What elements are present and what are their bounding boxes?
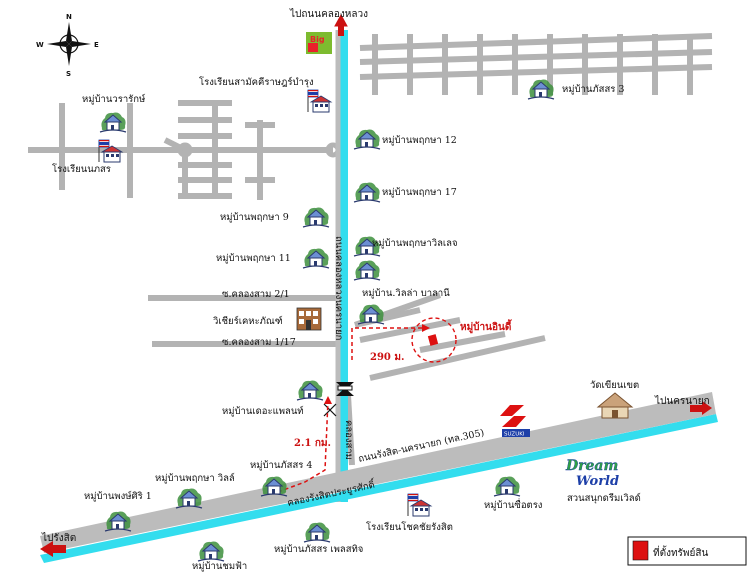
distance-2-1km: 2.1 กม. bbox=[294, 438, 331, 449]
legend-swatch bbox=[632, 540, 649, 561]
temple-label: วัดเขียนเขต bbox=[590, 379, 639, 391]
east-arrow bbox=[690, 401, 712, 415]
compass-n: N bbox=[66, 13, 72, 21]
dreamworld-logo: Dream World bbox=[565, 458, 619, 489]
north-canal-road-label: ถนนคลองหลวงนครนายก bbox=[333, 236, 344, 341]
svg-text:Dream: Dream bbox=[565, 458, 618, 474]
house-suetrong-icon bbox=[493, 475, 521, 497]
house-pruksa11-icon bbox=[302, 247, 330, 269]
village-suetrong-label: หมู่บ้านซื่อตรง bbox=[484, 498, 542, 511]
village-passorn3-label: หมู่บ้านภัสสร 3 bbox=[562, 84, 624, 95]
target-circle bbox=[411, 317, 457, 363]
main-highway bbox=[40, 392, 716, 553]
direction-west-label: ไปรังสิต bbox=[41, 532, 76, 544]
house-passorn-place-icon bbox=[303, 521, 331, 543]
direction-north-label: ไปถนนคลองหลวง bbox=[289, 8, 368, 20]
house-passorn4-icon bbox=[260, 475, 288, 497]
house-pongsiri-icon bbox=[104, 510, 132, 532]
house-extra-icon bbox=[353, 259, 381, 281]
north-arrow-shaft bbox=[338, 24, 344, 36]
dreamworld-label: สวนสนุกดรีมเวิลด์ bbox=[567, 492, 641, 504]
village-pruksa-villa-label: หมู่บ้านพฤกษาวิลเลจ bbox=[372, 238, 458, 249]
house-pruksa-villa2-icon bbox=[175, 487, 203, 509]
traffic-light-icon bbox=[323, 403, 337, 417]
suzuki-logo: SUZUKI bbox=[500, 405, 530, 438]
route-arrowhead-2 bbox=[422, 324, 430, 332]
village-pruksa11-label: หมู่บ้านพฤกษา 11 bbox=[216, 253, 291, 264]
legend: ที่ตั้งทรัพย์สิน bbox=[627, 536, 747, 566]
compass-e: E bbox=[94, 41, 99, 49]
village-passorn-place-label: หมู่บ้านภัสสร เพลสทิจ bbox=[274, 544, 363, 555]
target-marker bbox=[427, 334, 439, 346]
village-waranya-label: หมู่บ้านวรารักษ์ bbox=[82, 93, 145, 105]
village-villa-label: หมู่บ้าน.วิลล่า บาลานี bbox=[362, 287, 450, 299]
route-arrowhead bbox=[324, 396, 332, 404]
route-main bbox=[277, 327, 425, 493]
soi-1-17-label: ซ.คลองสาม 1/17 bbox=[222, 337, 296, 348]
school-3-label: โรงเรียนโชคชัยรังสิต bbox=[366, 521, 453, 533]
museum-icon bbox=[296, 307, 322, 331]
village-pruksa12-label: หมู่บ้านพฤกษา 12 bbox=[382, 135, 457, 146]
target-village-label: หมู่บ้านอินดี้ bbox=[460, 319, 512, 334]
village-pruksa-villa2-label: หมู่บ้านพฤกษา วิลล์ bbox=[155, 472, 235, 484]
svg-text:SUZUKI: SUZUKI bbox=[504, 432, 525, 438]
house-pruksa17-icon bbox=[353, 181, 381, 203]
klong3-label: คลองสาม bbox=[343, 420, 354, 460]
school-1-label: โรงเรียนสามัคคีราษฎร์บำรุง bbox=[199, 76, 314, 88]
school-1-icon bbox=[307, 89, 332, 113]
village-passorn4-label: หมู่บ้านภัสสร 4 bbox=[250, 460, 312, 471]
house-pruksa12-icon bbox=[353, 128, 381, 150]
school-3-icon bbox=[407, 493, 432, 517]
house-palace-icon bbox=[296, 379, 324, 401]
compass-s: S bbox=[66, 70, 71, 78]
house-pruksa9-icon bbox=[302, 206, 330, 228]
temple-icon bbox=[596, 392, 634, 419]
village-chomfa-label: หมู่บ้านชมฟ้า bbox=[192, 561, 247, 572]
bridge-icon bbox=[336, 382, 354, 396]
canal bbox=[40, 30, 718, 563]
village-pruksa17-label: หมู่บ้านพฤกษา 17 bbox=[382, 187, 457, 198]
house-chomfa-icon bbox=[197, 540, 225, 562]
distance-290m: 290 ม. bbox=[370, 352, 404, 363]
bigc-logo: Big bbox=[306, 32, 332, 54]
house-villa-icon bbox=[357, 303, 385, 325]
village-pruksa9-label: หมู่บ้านพฤกษา 9 bbox=[220, 212, 289, 223]
village-palace-label: หมู่บ้านเดอะแพลนท์ bbox=[222, 405, 304, 417]
school-2-label: โรงเรียนนภสร bbox=[52, 163, 111, 175]
house-waranya-icon bbox=[99, 111, 127, 133]
museum-label: วิเชียร์เคหะภัณฑ์ bbox=[212, 315, 282, 327]
compass-w: W bbox=[36, 41, 44, 49]
soi-2-1-label: ซ.คลองสาม 2/1 bbox=[222, 289, 290, 300]
svg-text:Big: Big bbox=[310, 35, 325, 44]
svg-text:World: World bbox=[576, 474, 619, 489]
west-arrow bbox=[40, 541, 66, 557]
village-pongsiri-label: หมู่บ้านพงษ์ศิริ 1 bbox=[84, 490, 152, 502]
road-network bbox=[28, 33, 713, 466]
direction-east-label: ไปนครนายก bbox=[654, 395, 710, 407]
legend-label: ที่ตั้งทรัพย์สิน bbox=[653, 545, 708, 559]
compass-icon bbox=[47, 22, 91, 66]
